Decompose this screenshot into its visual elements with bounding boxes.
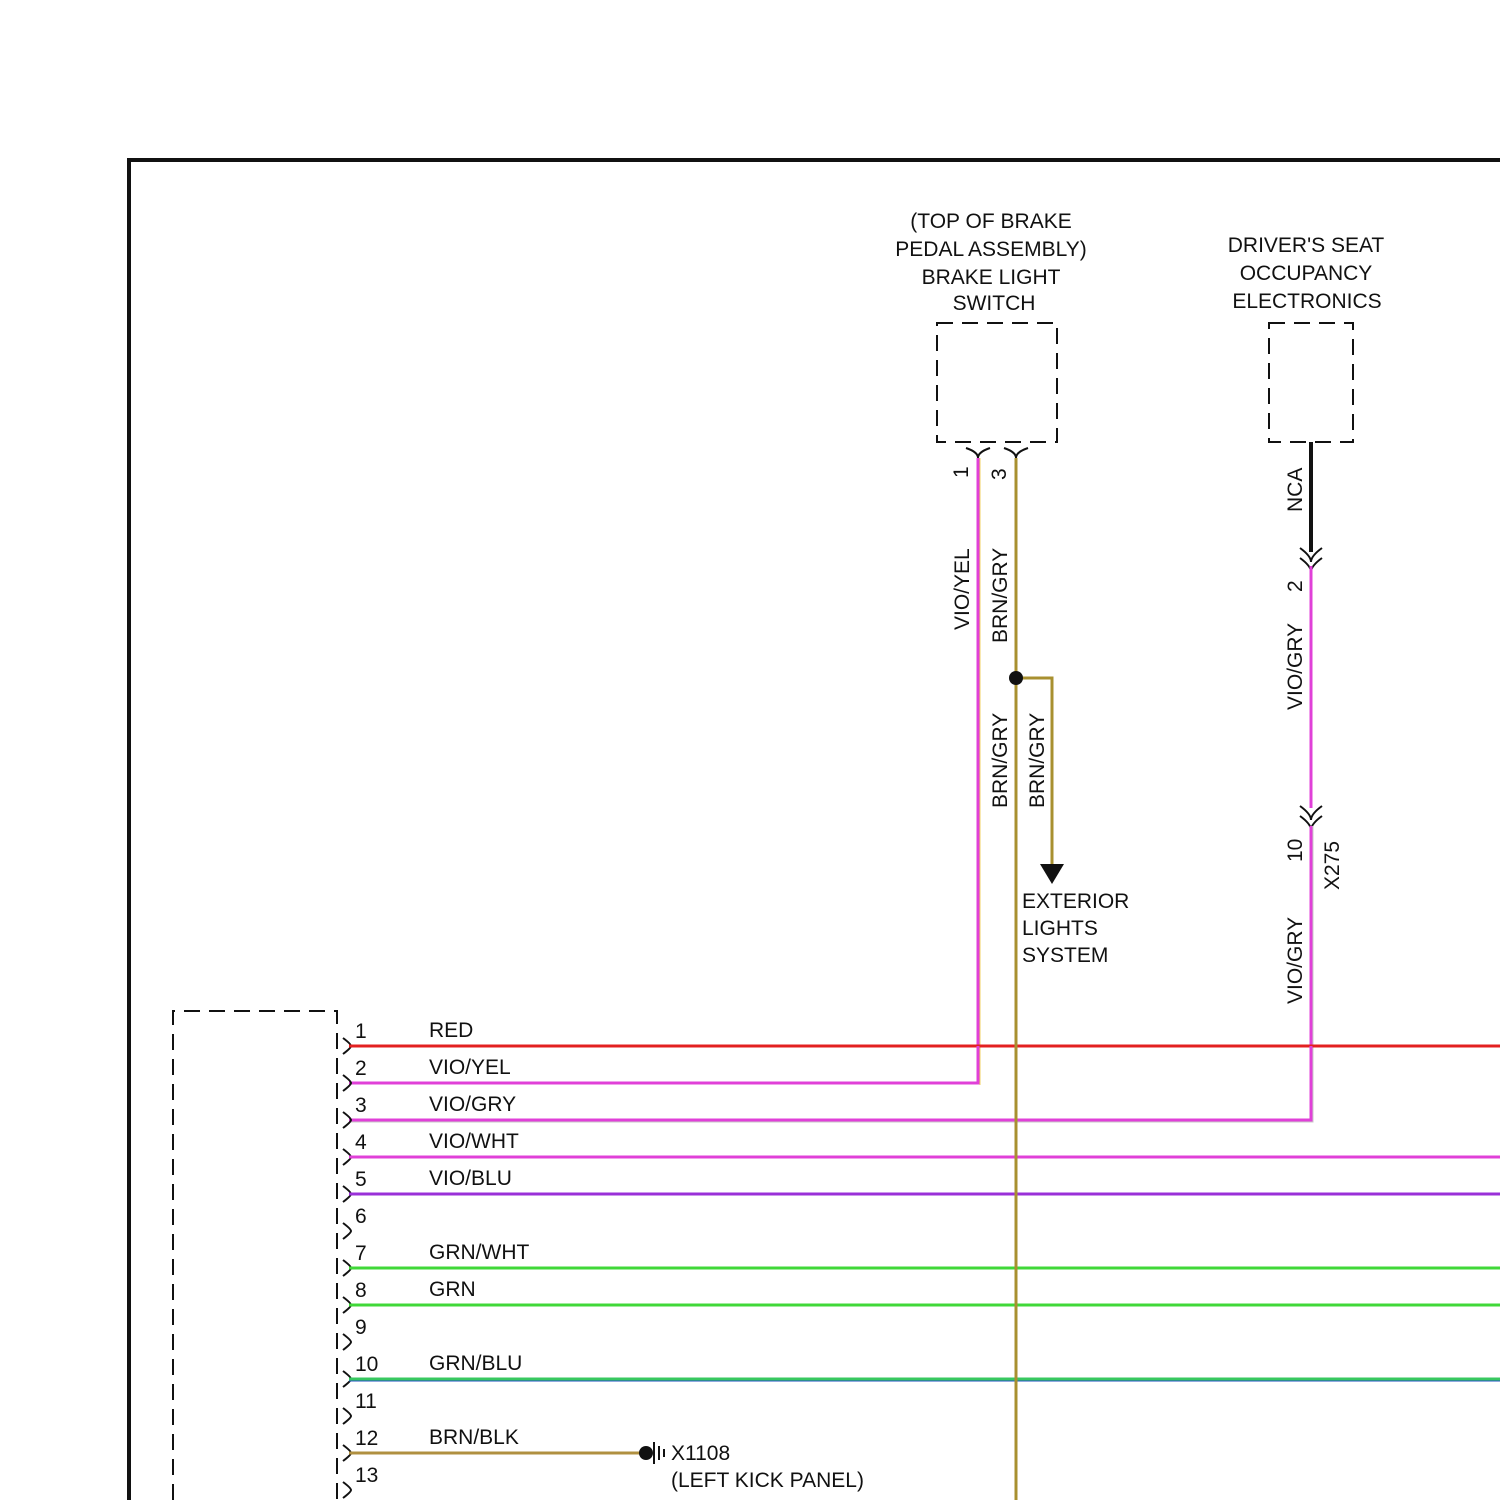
pin-number-4: 4 (355, 1131, 367, 1154)
occupancy-wire-bottom-label: VIO/GRY (1284, 917, 1307, 1004)
occupancy-box (1269, 323, 1353, 442)
pin-number-1: 1 (355, 1020, 367, 1043)
exterior-lights-line-2: LIGHTS (1022, 917, 1098, 940)
brake-switch-title-line-4: SWITCH (953, 292, 1036, 315)
ground-location-label: (LEFT KICK PANEL) (671, 1469, 864, 1492)
pin-number-13: 13 (355, 1464, 378, 1487)
x275-connector-label: X275 (1321, 841, 1344, 890)
occupancy-pin-top-label: 2 (1284, 580, 1307, 592)
splice-labels: BRN/GRY BRN/GRY EXTERIOR LIGHTS SYSTEM (989, 713, 1129, 967)
occupancy-pin-bottom-label: 10 (1284, 839, 1307, 862)
pin-wire-label-7: GRN/WHT (429, 1241, 529, 1264)
occupancy-wire-top-label: NCA (1284, 468, 1307, 512)
brake-switch-title-line-2: PEDAL ASSEMBLY) (895, 238, 1086, 261)
pin-wire-label-5: VIO/BLU (429, 1167, 512, 1190)
occupancy-wire-mid-label: VIO/GRY (1284, 623, 1307, 710)
pin-terminal-9 (343, 1334, 351, 1350)
exterior-lights-line-3: SYSTEM (1022, 944, 1108, 967)
pin-wire-label-12: BRN/BLK (429, 1426, 519, 1449)
ground-dot (639, 1446, 653, 1460)
pin-number-11: 11 (355, 1390, 377, 1413)
pin-number-8: 8 (355, 1279, 367, 1302)
ground-x1108: X1108 (LEFT KICK PANEL) (639, 1442, 864, 1492)
wire-vio-yel-brake (349, 458, 978, 1083)
ground-id-label: X1108 (671, 1442, 730, 1465)
pin-wire-label-3: VIO/GRY (429, 1093, 516, 1116)
brake-switch-pin1-terminal (966, 448, 990, 458)
brake-switch-pin3-terminal (1004, 448, 1028, 458)
pin-number-6: 6 (355, 1205, 367, 1228)
pin-number-5: 5 (355, 1168, 367, 1191)
brake-switch-wire3-label: BRN/GRY (989, 548, 1012, 643)
brake-light-switch: (TOP OF BRAKE PEDAL ASSEMBLY) BRAKE LIGH… (895, 210, 1086, 643)
pin-wire-label-1: RED (429, 1019, 473, 1042)
splice-wire-branch-label: BRN/GRY (1026, 713, 1049, 808)
exterior-lights-line-1: EXTERIOR (1022, 890, 1129, 913)
pin-number-7: 7 (355, 1242, 367, 1265)
arrow-down-icon (1040, 864, 1064, 884)
splice-wire-down-label: BRN/GRY (989, 713, 1012, 808)
brake-switch-title-line-3: BRAKE LIGHT (922, 266, 1061, 289)
occupancy-title-line-2: OCCUPANCY (1240, 262, 1373, 285)
splice-dot (1009, 671, 1023, 685)
pin-number-3: 3 (355, 1094, 367, 1117)
pin-number-12: 12 (355, 1427, 378, 1450)
occupancy-title-line-3: ELECTRONICS (1232, 290, 1381, 313)
pin-number-2: 2 (355, 1057, 367, 1080)
pin-wire-label-4: VIO/WHT (429, 1130, 519, 1153)
brake-switch-wire1-label: VIO/YEL (951, 548, 974, 630)
occupancy-electronics: DRIVER'S SEAT OCCUPANCY ELECTRONICS NCA … (349, 234, 1384, 1122)
pin-number-10: 10 (355, 1353, 378, 1376)
brake-switch-pin1-label: 1 (950, 466, 973, 478)
diagram-frame (129, 160, 1500, 1500)
pin-terminal-13 (343, 1482, 351, 1498)
pin-terminal-6 (343, 1223, 351, 1239)
pin-wire-label-10: GRN/BLU (429, 1352, 522, 1375)
occupancy-title-line-1: DRIVER'S SEAT (1228, 234, 1385, 257)
brake-switch-title-line-1: (TOP OF BRAKE (910, 210, 1071, 233)
brake-switch-pin3-label: 3 (988, 468, 1011, 480)
module-outline (173, 1011, 337, 1500)
pin-wire-label-2: VIO/YEL (429, 1056, 511, 1079)
pin-number-9: 9 (355, 1316, 367, 1339)
brake-switch-box (937, 323, 1057, 442)
pin-terminal-11 (343, 1408, 351, 1424)
pin-wire-label-8: GRN (429, 1278, 476, 1301)
